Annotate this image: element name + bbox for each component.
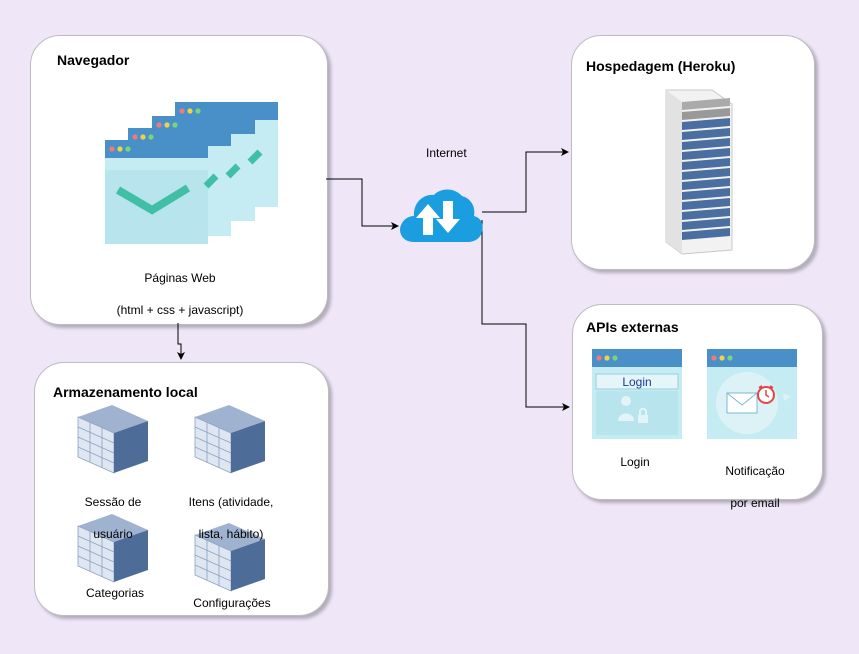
email-notification-label: Notificação por email (725, 464, 785, 510)
user-lock-icon (618, 396, 648, 423)
storage-label-settings: Configurações (193, 596, 271, 610)
storage-title: Armazenamento local (53, 384, 198, 400)
email-notification-window-icon (707, 349, 797, 439)
storage-label-session: Sessão de usuário (84, 495, 142, 541)
database-icon-items (194, 405, 265, 474)
cloud-to-hosting-edge (482, 148, 569, 213)
database-icon-settings (194, 523, 265, 592)
database-icon-categories (77, 514, 148, 583)
apis-title: APIs externas (586, 319, 679, 335)
cloud-sync-icon (400, 189, 483, 242)
login-window-icon (592, 349, 682, 439)
storage-label-items: Itens (atividade, lista, hábito) (188, 495, 274, 541)
database-icon-session (77, 405, 148, 474)
browser-title: Navegador (57, 52, 130, 68)
web-pages-icon (105, 102, 278, 244)
server-units (682, 98, 730, 240)
login-window-title: Login (622, 375, 652, 389)
hosting-title: Hospedagem (Heroku) (586, 58, 736, 74)
login-label: Login (620, 455, 650, 469)
browser-to-storage-edge (177, 323, 185, 360)
web-pages-label: Páginas Web (html + css + javascript) (116, 271, 244, 317)
cloud-to-apis-edge (481, 220, 570, 411)
alarm-clock-icon (757, 385, 775, 404)
web-page-window-1 (105, 140, 219, 244)
storage-label-categories: Categorias (85, 586, 145, 600)
envelope-icon (726, 392, 758, 414)
server-rack-icon (665, 89, 733, 255)
check-icon (115, 184, 191, 215)
storage-panel (34, 362, 329, 616)
browser-to-cloud-edge (326, 178, 399, 230)
internet-label: Internet (426, 146, 467, 160)
